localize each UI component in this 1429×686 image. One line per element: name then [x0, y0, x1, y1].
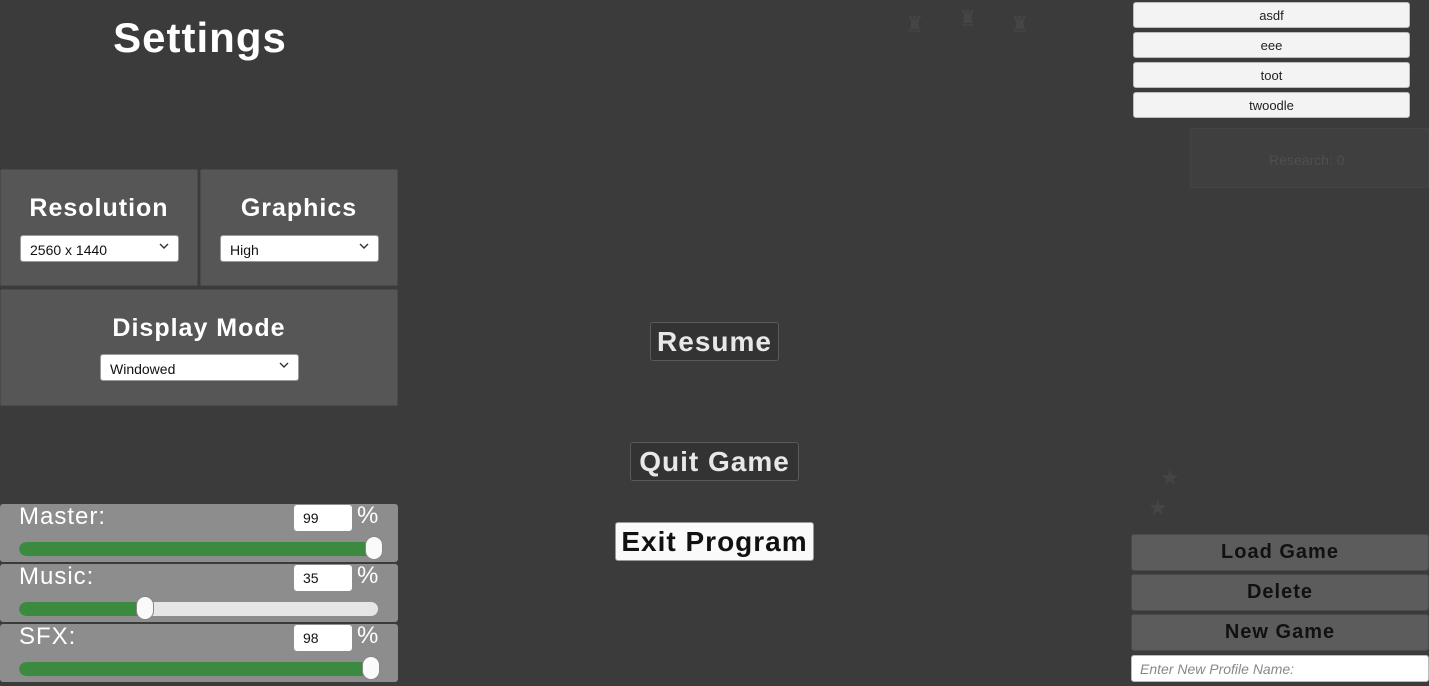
- sfx-slider-handle[interactable]: [361, 656, 380, 680]
- sfx-volume-input[interactable]: 98: [294, 625, 352, 651]
- profile-name-input[interactable]: Enter New Profile Name:: [1131, 655, 1429, 682]
- music-volume-input[interactable]: 35: [294, 565, 352, 591]
- music-slider-fill: [19, 602, 145, 616]
- background-building-icon: ♜: [1010, 12, 1030, 37]
- display-mode-panel: Display Mode Windowed: [0, 289, 398, 406]
- graphics-dropdown[interactable]: High: [220, 235, 379, 262]
- delete-button[interactable]: Delete: [1131, 574, 1429, 611]
- profile-item[interactable]: asdf: [1133, 2, 1410, 28]
- background-building-icon: ♜: [958, 6, 978, 31]
- display-mode-label: Display Mode: [112, 314, 286, 342]
- sfx-slider-fill: [19, 662, 371, 676]
- profile-item[interactable]: toot: [1133, 62, 1410, 88]
- sfx-label: SFX:: [19, 623, 77, 650]
- percent-symbol: %: [357, 622, 379, 649]
- percent-symbol: %: [357, 502, 379, 529]
- resume-button[interactable]: Resume: [650, 322, 779, 361]
- music-slider-handle[interactable]: [135, 596, 154, 620]
- load-game-button[interactable]: Load Game: [1131, 534, 1429, 571]
- graphics-panel: Graphics High: [200, 169, 398, 286]
- chevron-down-icon: [279, 362, 289, 368]
- master-label: Master:: [19, 503, 107, 530]
- display-mode-value: Windowed: [110, 361, 176, 377]
- master-slider-handle[interactable]: [365, 536, 384, 560]
- chevron-down-icon: [359, 243, 369, 249]
- background-research-panel: Research: 0: [1190, 128, 1429, 188]
- sfx-volume-slider[interactable]: [19, 656, 380, 680]
- page-title: Settings: [113, 14, 287, 61]
- master-volume-slider[interactable]: [19, 536, 384, 560]
- resolution-panel: Resolution 2560 x 1440: [0, 169, 198, 286]
- profile-item[interactable]: twoodle: [1133, 92, 1410, 118]
- profile-item[interactable]: eee: [1133, 32, 1410, 58]
- research-counter: Research: 0: [1269, 152, 1345, 168]
- music-volume-slider[interactable]: [19, 596, 378, 620]
- resolution-dropdown[interactable]: 2560 x 1440: [20, 235, 179, 262]
- background-building-icon: ♜: [905, 12, 925, 37]
- display-mode-dropdown[interactable]: Windowed: [100, 354, 299, 381]
- background-star-icon: ★: [1160, 465, 1180, 490]
- quit-game-button[interactable]: Quit Game: [630, 442, 799, 481]
- resolution-value: 2560 x 1440: [30, 242, 108, 258]
- background-star-icon: ★: [1148, 495, 1168, 520]
- resolution-label: Resolution: [29, 194, 169, 222]
- graphics-value: High: [230, 242, 259, 258]
- sfx-volume-panel: SFX: 98 %: [0, 622, 398, 682]
- master-slider-fill: [19, 542, 375, 556]
- music-label: Music:: [19, 563, 95, 590]
- exit-program-button[interactable]: Exit Program: [615, 522, 814, 561]
- master-volume-input[interactable]: 99: [294, 505, 352, 531]
- chevron-down-icon: [159, 243, 169, 249]
- graphics-label: Graphics: [240, 194, 358, 222]
- percent-symbol: %: [357, 562, 379, 589]
- music-volume-panel: Music: 35 %: [0, 562, 398, 622]
- master-volume-panel: Master: 99 %: [0, 502, 398, 562]
- new-game-button[interactable]: New Game: [1131, 614, 1429, 651]
